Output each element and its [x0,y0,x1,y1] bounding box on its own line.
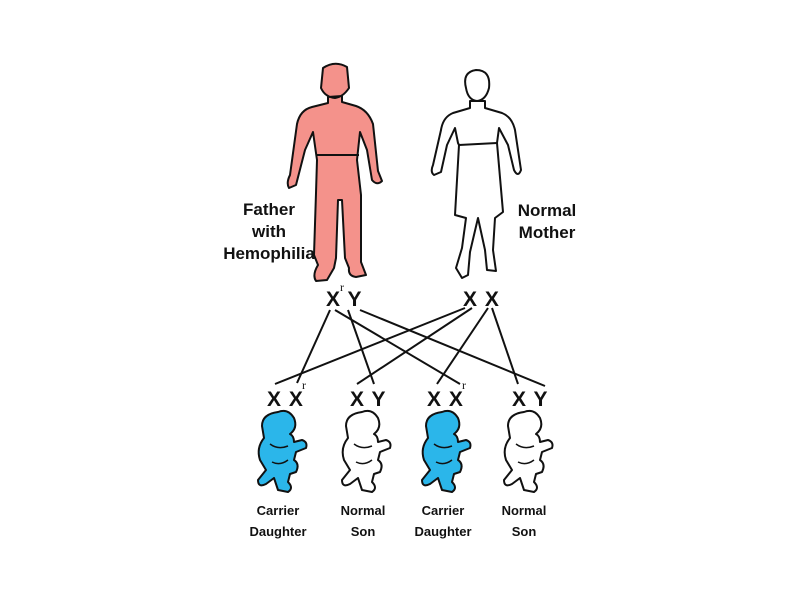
mother-figure [430,69,522,279]
child-label-line: Son [350,524,376,539]
baby-detail [269,443,289,465]
baby-body [503,409,554,493]
child3-genotype: X X [427,388,464,411]
mother-label-line: Normal [517,201,577,220]
child-label-line: Carrier [256,503,300,518]
child1-genotype: X X [267,388,304,411]
baby-body [341,409,392,493]
baby-detail [515,443,535,465]
father-label-line: with [252,222,286,241]
father-label: Father with Hemophilia [210,199,328,265]
carrier-daughter-figure [257,409,308,493]
child-label-line: Normal [340,503,386,518]
carrier-daughter-figure [421,409,472,493]
line-father-y-to-child2 [347,309,375,385]
baby-body [421,409,472,493]
child4-genotype: X Y [512,388,549,411]
child-label-line: Daughter [414,524,472,539]
baby-detail [433,443,453,465]
child-label-line: Normal [501,503,547,518]
line-father-x-to-child3 [334,309,461,385]
father-figure [286,62,383,282]
father-genotype-superscript: r [340,280,344,294]
child-label-line: Son [511,524,537,539]
baby-detail [353,443,373,465]
child3-genotype-superscript: r [462,378,466,392]
child-label-line: Carrier [421,503,465,518]
child1-genotype-superscript: r [302,378,306,392]
child3-label: Carrier Daughter [405,500,481,542]
father-label-line: Hemophilia [223,244,315,263]
children-figures [257,409,554,493]
line-mother-x2-to-child4 [491,307,519,385]
mother-label: Normal Mother [505,200,589,244]
child-label-line: Daughter [249,524,307,539]
child4-label: Normal Son [486,500,562,542]
mother-label-line: Mother [518,223,576,242]
inheritance-lines [274,307,546,387]
mother-genotype: X X [463,288,500,311]
child1-label: Carrier Daughter [240,500,316,542]
line-mother-x-to-child2 [356,307,473,385]
line-mother-x-to-child1 [274,307,466,385]
line-mother-x2-to-child3 [436,307,489,385]
father-label-line: Father [243,200,295,219]
normal-son-figure [341,409,392,493]
baby-body [257,409,308,493]
normal-son-figure [503,409,554,493]
child2-genotype: X Y [350,388,387,411]
father-genotype: X Y [326,288,363,311]
line-father-x-to-child1 [296,309,331,384]
child2-label: Normal Son [325,500,401,542]
